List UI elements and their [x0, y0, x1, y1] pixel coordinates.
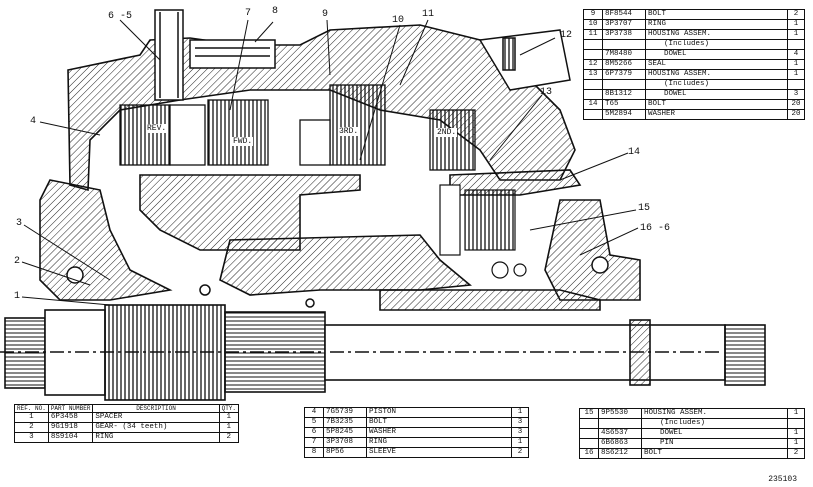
bearing	[66, 256, 609, 308]
table-row: (Includes)	[583, 39, 805, 50]
forward-gear	[207, 99, 269, 166]
sleeve-part	[154, 9, 276, 101]
callout-8: 8	[272, 6, 279, 17]
callout-4: 4	[30, 116, 37, 127]
callout-13: 13	[540, 87, 553, 98]
callout-9: 9	[322, 9, 329, 20]
callout-12: 12	[560, 30, 573, 41]
callout-6-5: 6 -5	[108, 11, 133, 22]
gear-label-3rd: 3RD.	[338, 127, 360, 136]
table-row: (Includes)	[583, 79, 805, 90]
figure-number: 235103	[768, 475, 797, 484]
second-gear	[429, 109, 476, 171]
table-header-row: REF. NO. PART NUMBER DESCRIPTION QTY.	[14, 404, 240, 413]
callout-10: 10	[392, 15, 405, 26]
callout-7: 7	[245, 8, 252, 19]
callout-15: 15	[638, 203, 651, 214]
third-gear	[299, 84, 386, 166]
clutch-pack	[439, 184, 527, 279]
gear-label-fwd: FWD.	[232, 137, 254, 146]
callout-11: 11	[422, 9, 435, 20]
seal-part	[478, 29, 571, 91]
reverse-gear	[119, 104, 206, 166]
gear-label-rev: REV.	[146, 124, 168, 133]
callout-14: 14	[628, 147, 641, 158]
callout-3: 3	[16, 218, 23, 229]
table-row: (Includes)	[579, 418, 805, 429]
callout-16-6: 16 -6	[640, 223, 671, 234]
callout-1: 1	[14, 291, 21, 302]
leader-lines	[21, 19, 639, 306]
gear-label-2nd: 2ND.	[436, 128, 458, 137]
output-shaft	[0, 304, 766, 401]
callout-2: 2	[14, 256, 21, 267]
